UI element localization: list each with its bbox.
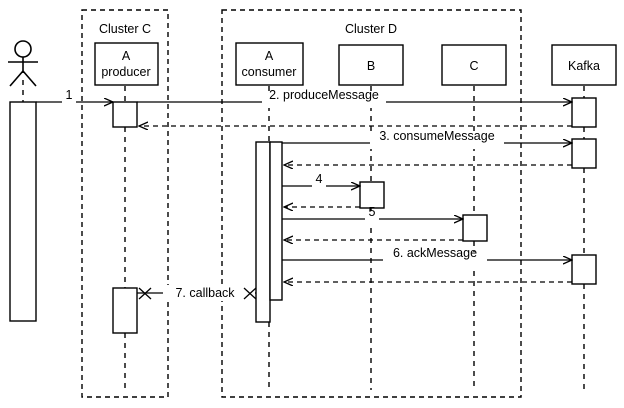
activation-kafka-2 — [571, 138, 597, 169]
message-4-label-bg — [312, 178, 326, 192]
message-7-label-bg — [163, 285, 255, 301]
cluster-d-label: Cluster D — [345, 22, 397, 36]
participant-producer-label2: producer — [101, 65, 150, 79]
message-2: 2. produceMessage — [137, 88, 572, 108]
message-7-cross-right-icon — [243, 287, 257, 300]
participant-b-box[interactable] — [338, 44, 404, 86]
participant-consumer[interactable]: A consumer — [235, 42, 304, 86]
activation-b — [359, 181, 385, 209]
message-6-label: 6. ackMessage — [393, 246, 477, 260]
participant-c-label: C — [469, 59, 478, 73]
frame-cluster-d: Cluster D — [221, 9, 522, 398]
cluster-c-border — [81, 9, 169, 398]
participant-b-label: B — [367, 59, 375, 73]
message-5-label: 5 — [369, 205, 376, 219]
actor-leg-right-icon — [22, 70, 37, 87]
participant-producer[interactable]: A producer — [94, 42, 159, 86]
message-5: 5 — [282, 205, 463, 225]
message-7-cross-left-icon — [138, 287, 152, 300]
frame-cluster-c: Cluster C — [81, 9, 169, 398]
participant-consumer-box[interactable] — [235, 42, 304, 86]
message-3-label-bg — [370, 135, 504, 149]
message-1: 1 — [36, 88, 113, 108]
message-3: 3. consumeMessage — [282, 129, 572, 149]
participant-c[interactable]: C — [441, 44, 507, 86]
message-4: 4 — [282, 172, 360, 192]
participant-kafka-label: Kafka — [568, 59, 600, 73]
activation-consumer-inner — [269, 141, 283, 301]
participant-producer-label: A — [122, 49, 131, 63]
activation-producer-1 — [112, 101, 138, 128]
message-2-label: 2. produceMessage — [269, 88, 379, 102]
cluster-c-label: Cluster C — [99, 22, 151, 36]
participant-consumer-label2: consumer — [242, 65, 297, 79]
actor-leg-left-icon — [9, 70, 24, 87]
message-7: 7. callback — [137, 285, 257, 301]
message-6: 6. ackMessage — [282, 246, 572, 266]
actor-stick-figure-icon — [8, 40, 38, 87]
message-2-label-bg — [262, 94, 386, 108]
message-5-label-bg — [365, 211, 379, 225]
message-1-label-bg — [62, 94, 76, 108]
activation-actor — [9, 101, 37, 322]
message-7-label: 7. callback — [175, 286, 235, 300]
participant-kafka[interactable]: Kafka — [551, 44, 617, 86]
activation-c — [462, 214, 488, 242]
participant-kafka-box[interactable] — [551, 44, 617, 86]
participant-consumer-label: A — [265, 49, 274, 63]
activation-kafka-1 — [571, 97, 597, 128]
participant-c-box[interactable] — [441, 44, 507, 86]
activation-bars — [9, 97, 597, 334]
activation-producer-2 — [112, 287, 138, 334]
activation-kafka-3 — [571, 254, 597, 285]
message-3-label: 3. consumeMessage — [379, 129, 494, 143]
message-1-label: 1 — [66, 88, 73, 102]
participant-producer-box[interactable] — [94, 42, 159, 86]
participant-b[interactable]: B — [338, 44, 404, 86]
message-4-label: 4 — [316, 172, 323, 186]
activation-consumer-outer — [255, 141, 271, 323]
message-6-label-bg — [383, 252, 487, 266]
